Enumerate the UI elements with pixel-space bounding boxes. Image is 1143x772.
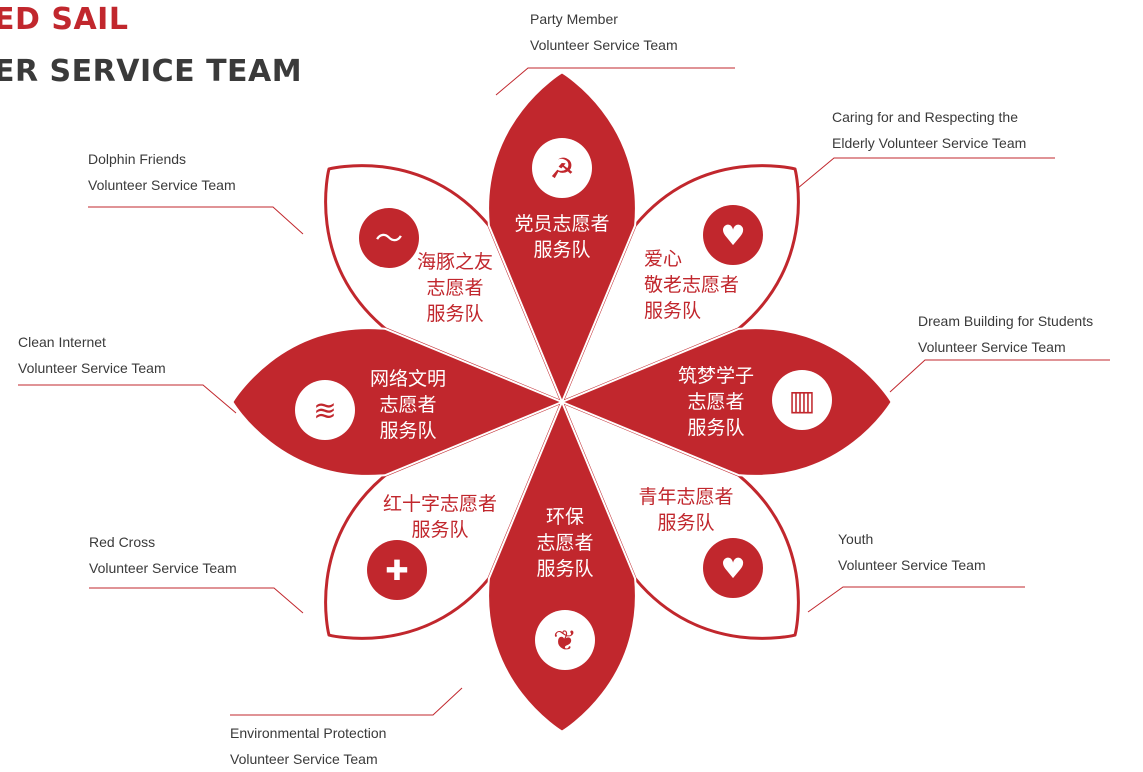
petal-dream-fill bbox=[559, 327, 893, 477]
svg-text:♥: ♥ bbox=[720, 552, 745, 585]
svg-text:〜: 〜 bbox=[375, 222, 403, 255]
chinese-label-youth: 服务队 bbox=[657, 512, 714, 534]
chinese-label-environment: 环保 bbox=[546, 506, 584, 528]
petal-environment-fill bbox=[487, 399, 637, 733]
hand-heart-icon: ♥ bbox=[703, 538, 763, 598]
chinese-label-environment: 志愿者 bbox=[536, 532, 593, 554]
chinese-label-dolphin: 海豚之友 bbox=[417, 251, 493, 273]
leader-line-party bbox=[495, 67, 735, 96]
chinese-label-youth: 青年志愿者 bbox=[638, 486, 733, 508]
chinese-label-party: 党员志愿者 bbox=[514, 213, 609, 235]
leader-line-elderly bbox=[797, 157, 1055, 189]
chinese-label-internet: 网络文明 bbox=[370, 368, 446, 390]
chinese-label-elderly: 敬老志愿者 bbox=[644, 274, 739, 296]
svg-text:✚: ✚ bbox=[385, 554, 408, 587]
open-book-icon: ▥ bbox=[772, 370, 832, 430]
chinese-label-internet: 志愿者 bbox=[379, 394, 436, 416]
chinese-label-dream: 服务队 bbox=[687, 417, 744, 439]
leaf-sprout-icon: ❦ bbox=[535, 610, 595, 670]
chinese-label-party: 服务队 bbox=[533, 239, 590, 261]
chinese-label-elderly: 服务队 bbox=[644, 300, 701, 322]
chinese-label-internet: 服务队 bbox=[379, 420, 436, 442]
leader-line-environment bbox=[230, 687, 463, 716]
chinese-label-environment: 服务队 bbox=[536, 558, 593, 580]
chinese-label-redcross: 服务队 bbox=[411, 519, 468, 541]
page-title-line-1: ED SAIL bbox=[0, 2, 129, 37]
leader-line-redcross bbox=[89, 587, 304, 614]
chinese-label-dream: 志愿者 bbox=[687, 391, 744, 413]
leader-line-internet bbox=[18, 384, 237, 414]
leader-line-dream bbox=[889, 359, 1110, 393]
petal-party-fill bbox=[487, 71, 637, 405]
petal-internet-fill bbox=[231, 327, 565, 477]
red-cross-icon: ✚ bbox=[367, 540, 427, 600]
wifi-hand-icon: ≋ bbox=[295, 380, 355, 440]
svg-text:♥: ♥ bbox=[720, 219, 745, 252]
svg-text:❦: ❦ bbox=[553, 624, 576, 657]
chinese-label-elderly: 爱心 bbox=[644, 248, 682, 270]
dolphin-icon: 〜 bbox=[359, 208, 419, 268]
chinese-label-dolphin: 服务队 bbox=[426, 303, 483, 325]
chinese-label-dream: 筑梦学子 bbox=[678, 365, 754, 387]
family-heart-icon: ♥ bbox=[703, 205, 763, 265]
page-title-line-2: ER SERVICE TEAM bbox=[0, 54, 303, 89]
hammer-sickle-icon: ☭ bbox=[532, 138, 592, 198]
svg-text:☭: ☭ bbox=[549, 152, 574, 185]
svg-text:≋: ≋ bbox=[313, 394, 336, 427]
chinese-label-dolphin: 志愿者 bbox=[426, 277, 483, 299]
leader-line-dolphin bbox=[88, 206, 304, 235]
svg-text:▥: ▥ bbox=[789, 384, 815, 417]
leader-line-youth bbox=[807, 586, 1025, 613]
chinese-label-redcross: 红十字志愿者 bbox=[383, 493, 497, 515]
